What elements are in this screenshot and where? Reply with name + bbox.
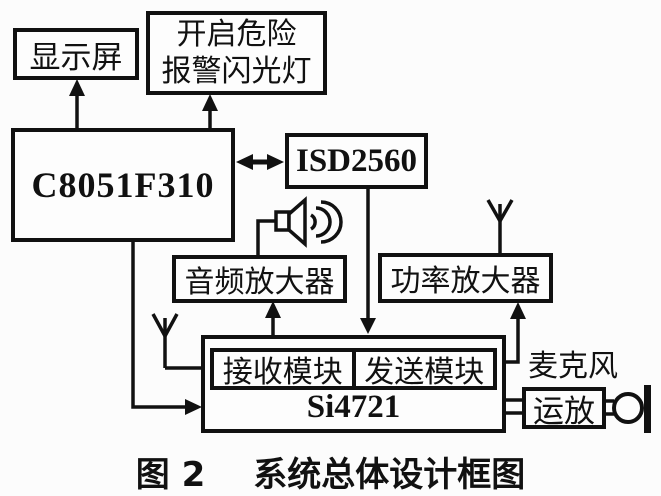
- figure-caption-title: 系统总体设计框图: [253, 455, 526, 495]
- antenna-icon-right: [486, 199, 514, 253]
- figure-caption: 图 2 系统总体设计框图: [0, 447, 661, 496]
- arrow-mcu-to-display: [69, 79, 85, 128]
- block-rx-module-label: 接收模块: [222, 356, 343, 389]
- block-isd2560: ISD2560: [285, 133, 428, 189]
- block-tx-module-label: 发送模块: [364, 356, 485, 389]
- microphone-label: 麦克风: [528, 350, 618, 383]
- microphone-icon: [612, 385, 651, 433]
- figure-caption-number: 图 2: [135, 455, 206, 495]
- block-power-amplifier: 功率放大器: [378, 253, 553, 303]
- block-si4721: 接收模块 发送模块 Si4721: [201, 335, 506, 433]
- arrow-isd-to-si4721: [360, 189, 376, 334]
- block-rx-module: 接收模块: [214, 352, 352, 389]
- block-display-screen-label: 显示屏: [29, 39, 123, 75]
- block-tx-module: 发送模块: [351, 352, 494, 389]
- wire-opamp-microphone: [605, 399, 614, 416]
- block-hazard-flasher: 开启危险 报警闪光灯: [146, 11, 327, 95]
- block-si4721-label: Si4721: [306, 388, 401, 425]
- block-opamp: 运放: [522, 387, 606, 429]
- block-hazard-flasher-label-line2: 报警闪光灯: [161, 55, 312, 88]
- wire-si4721-opamp: [505, 398, 523, 415]
- block-display-screen: 显示屏: [13, 28, 139, 80]
- speaker-icon: [256, 196, 343, 255]
- arrow-mcu-isd-bidirectional: [236, 154, 284, 170]
- block-si4721-label-row: Si4721: [205, 385, 502, 429]
- block-mcu-label: C8051F310: [31, 165, 215, 205]
- arrow-mcu-to-hazard: [202, 94, 218, 128]
- block-audio-amplifier: 音频放大器: [172, 255, 347, 303]
- block-hazard-flasher-label-line1: 开启危险: [176, 18, 297, 51]
- antenna-icon-left: [151, 313, 201, 370]
- block-opamp-label: 运放: [533, 393, 595, 429]
- block-audio-amplifier-label: 音频放大器: [184, 266, 335, 299]
- si4721-modules: 接收模块 发送模块: [210, 348, 497, 390]
- block-mcu-c8051f310: C8051F310: [11, 128, 235, 242]
- block-isd2560-label: ISD2560: [295, 142, 418, 179]
- block-power-amplifier-label: 功率放大器: [390, 265, 541, 298]
